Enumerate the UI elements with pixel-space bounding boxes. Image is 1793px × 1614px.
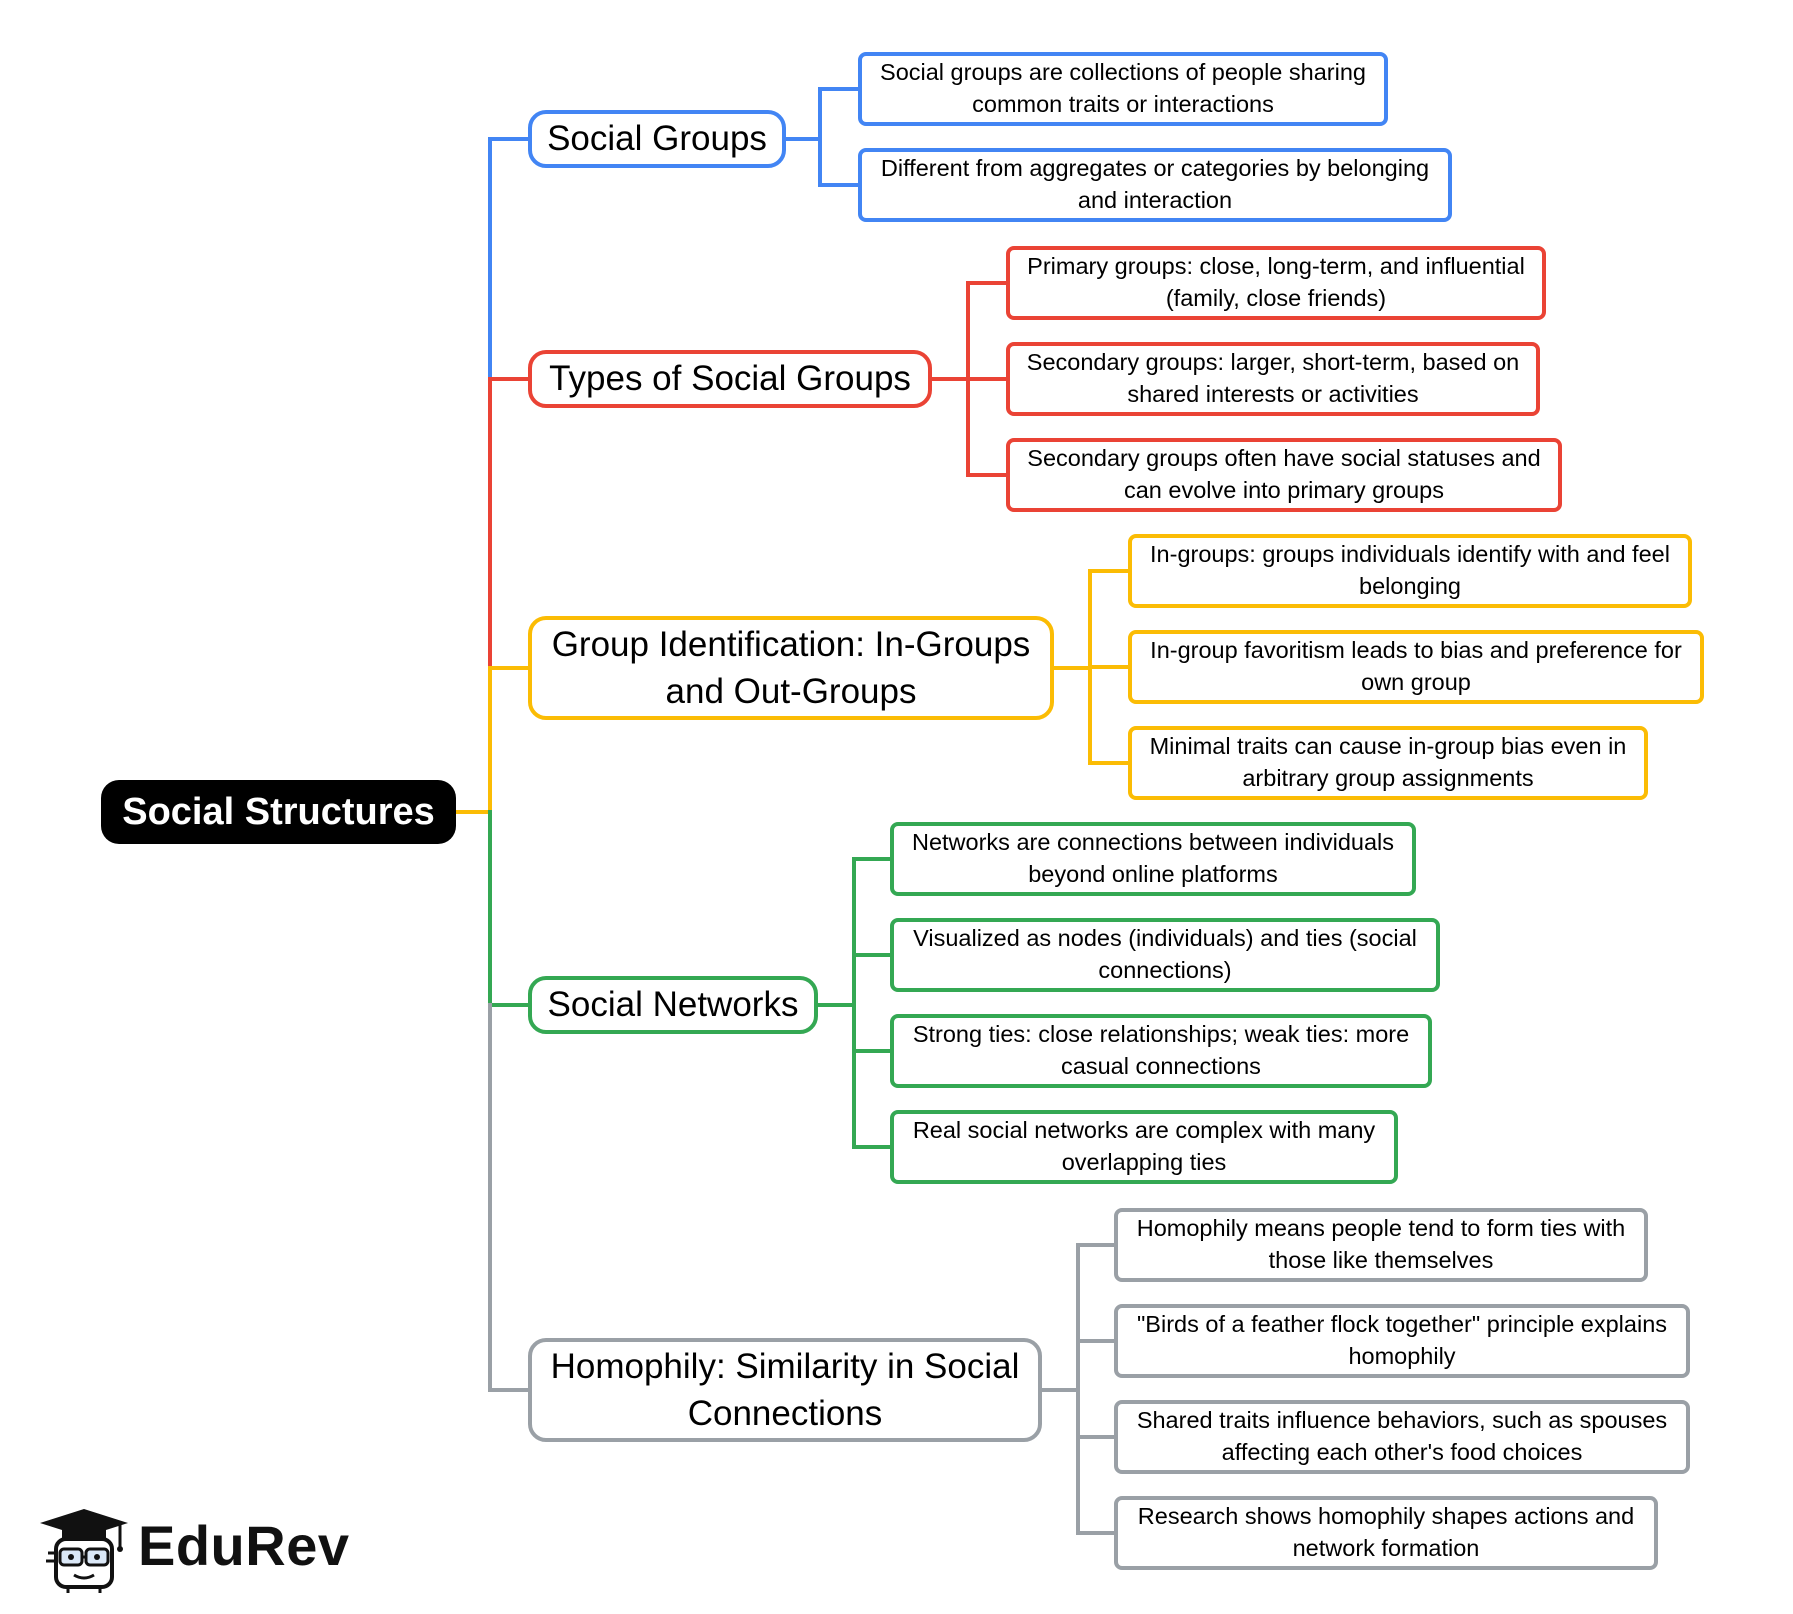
- branch-types-of-social-groups: Types of Social Groups: [528, 350, 932, 408]
- leaf-node: Real social networks are complex with ma…: [890, 1110, 1398, 1184]
- leaf-node: Visualized as nodes (individuals) and ti…: [890, 918, 1440, 992]
- leaf-node: Different from aggregates or categories …: [858, 148, 1452, 222]
- leaf-node: In-groups: groups individuals identify w…: [1128, 534, 1692, 608]
- branch-group-identification: Group Identification: In-Groups and Out-…: [528, 616, 1054, 720]
- leaf-node: "Birds of a feather flock together" prin…: [1114, 1304, 1690, 1378]
- leaf-node: Secondary groups: larger, short-term, ba…: [1006, 342, 1540, 416]
- branch-label: Social Groups: [547, 119, 767, 159]
- branch-label: Social Networks: [547, 985, 799, 1025]
- root-label: Social Structures: [122, 790, 435, 833]
- leaf-node: Research shows homophily shapes actions …: [1114, 1496, 1658, 1570]
- branch-homophily: Homophily: Similarity in Social Connecti…: [528, 1338, 1042, 1442]
- branch-social-networks: Social Networks: [528, 976, 818, 1034]
- leaf-text: Social groups are collections of people …: [880, 59, 1366, 117]
- leaf-text: Shared traits influence behaviors, such …: [1136, 1407, 1668, 1465]
- leaf-text: Real social networks are complex with ma…: [912, 1117, 1376, 1175]
- leaf-node: Primary groups: close, long-term, and in…: [1006, 246, 1546, 320]
- leaf-text: Visualized as nodes (individuals) and ti…: [913, 925, 1417, 983]
- leaf-text: In-groups: groups individuals identify w…: [1150, 541, 1670, 599]
- leaf-text: Minimal traits can cause in-group bias e…: [1149, 733, 1627, 791]
- leaf-node: In-group favoritism leads to bias and pr…: [1128, 630, 1704, 704]
- leaf-text: Primary groups: close, long-term, and in…: [1027, 253, 1525, 311]
- leaf-text: Different from aggregates or categories …: [880, 155, 1430, 213]
- leaf-node: Social groups are collections of people …: [858, 52, 1388, 126]
- branch-label: Homophily: Similarity in Social Connecti…: [550, 1346, 1020, 1433]
- leaf-text: "Birds of a feather flock together" prin…: [1136, 1311, 1668, 1369]
- leaf-node: Shared traits influence behaviors, such …: [1114, 1400, 1690, 1474]
- leaf-node: Minimal traits can cause in-group bias e…: [1128, 726, 1648, 800]
- leaf-text: Research shows homophily shapes actions …: [1137, 1503, 1635, 1561]
- branch-label: Group Identification: In-Groups and Out-…: [551, 624, 1031, 711]
- root-node-social-structures: Social Structures: [101, 780, 456, 844]
- leaf-node: Homophily means people tend to form ties…: [1114, 1208, 1648, 1282]
- leaf-text: Secondary groups: larger, short-term, ba…: [1026, 349, 1520, 407]
- leaf-text: Secondary groups often have social statu…: [1027, 445, 1541, 503]
- leaf-node: Secondary groups often have social statu…: [1006, 438, 1562, 512]
- leaf-node: Networks are connections between individ…: [890, 822, 1416, 896]
- logo-text: EduRev: [138, 1514, 350, 1577]
- leaf-text: Networks are connections between individ…: [911, 829, 1394, 887]
- branch-label: Types of Social Groups: [549, 359, 911, 399]
- leaf-text: Strong ties: close relationships; weak t…: [912, 1021, 1410, 1079]
- edurev-logo: EduRev: [34, 1505, 354, 1595]
- leaf-text: Homophily means people tend to form ties…: [1136, 1215, 1626, 1273]
- graduation-cap-mascot-icon: [40, 1509, 128, 1593]
- leaf-node: Strong ties: close relationships; weak t…: [890, 1014, 1432, 1088]
- leaf-text: In-group favoritism leads to bias and pr…: [1150, 637, 1682, 695]
- branch-social-groups: Social Groups: [528, 110, 786, 168]
